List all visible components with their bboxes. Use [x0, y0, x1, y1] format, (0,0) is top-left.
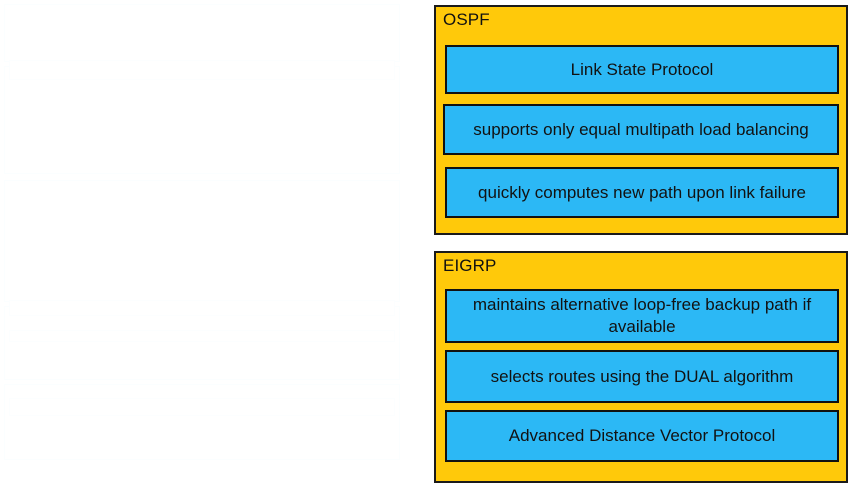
ghost-group-outline	[4, 384, 400, 460]
card-label: maintains alternative loop-free backup p…	[472, 295, 812, 336]
ghost-group-outline	[4, 4, 400, 62]
ghost-slot-outline	[9, 398, 395, 416]
ghost-group-outline	[4, 180, 400, 302]
card-label: selects routes using the DUAL algorithm	[490, 366, 794, 386]
card-label: Advanced Distance Vector Protocol	[508, 426, 776, 445]
card-ospf-equal-multipath[interactable]: supports only equal multipath load balan…	[443, 104, 839, 155]
answer-drop-area[interactable]	[0, 0, 430, 486]
panel-title-eigrp: EIGRP	[443, 256, 497, 275]
card-label: Link State Protocol	[570, 59, 714, 79]
card-eigrp-dual-algorithm[interactable]: selects routes using the DUAL algorithm	[445, 350, 839, 403]
card-label: quickly computes new path upon link fail…	[478, 182, 806, 202]
ghost-group-outline	[4, 306, 400, 380]
ghost-slot-outline	[9, 300, 395, 316]
card-ospf-link-state-protocol[interactable]: Link State Protocol	[445, 45, 839, 94]
panel-title-ospf: OSPF	[443, 10, 490, 29]
card-ospf-quick-reconvergence[interactable]: quickly computes new path upon link fail…	[445, 167, 839, 218]
ghost-group-outline	[4, 66, 400, 174]
card-eigrp-advanced-distance-vector[interactable]: Advanced Distance Vector Protocol	[445, 410, 839, 462]
ghost-slot-outline	[9, 330, 395, 342]
card-eigrp-backup-path[interactable]: maintains alternative loop-free backup p…	[445, 289, 839, 343]
card-label: supports only equal multipath load balan…	[473, 119, 809, 139]
ghost-slot-outline	[9, 60, 395, 80]
